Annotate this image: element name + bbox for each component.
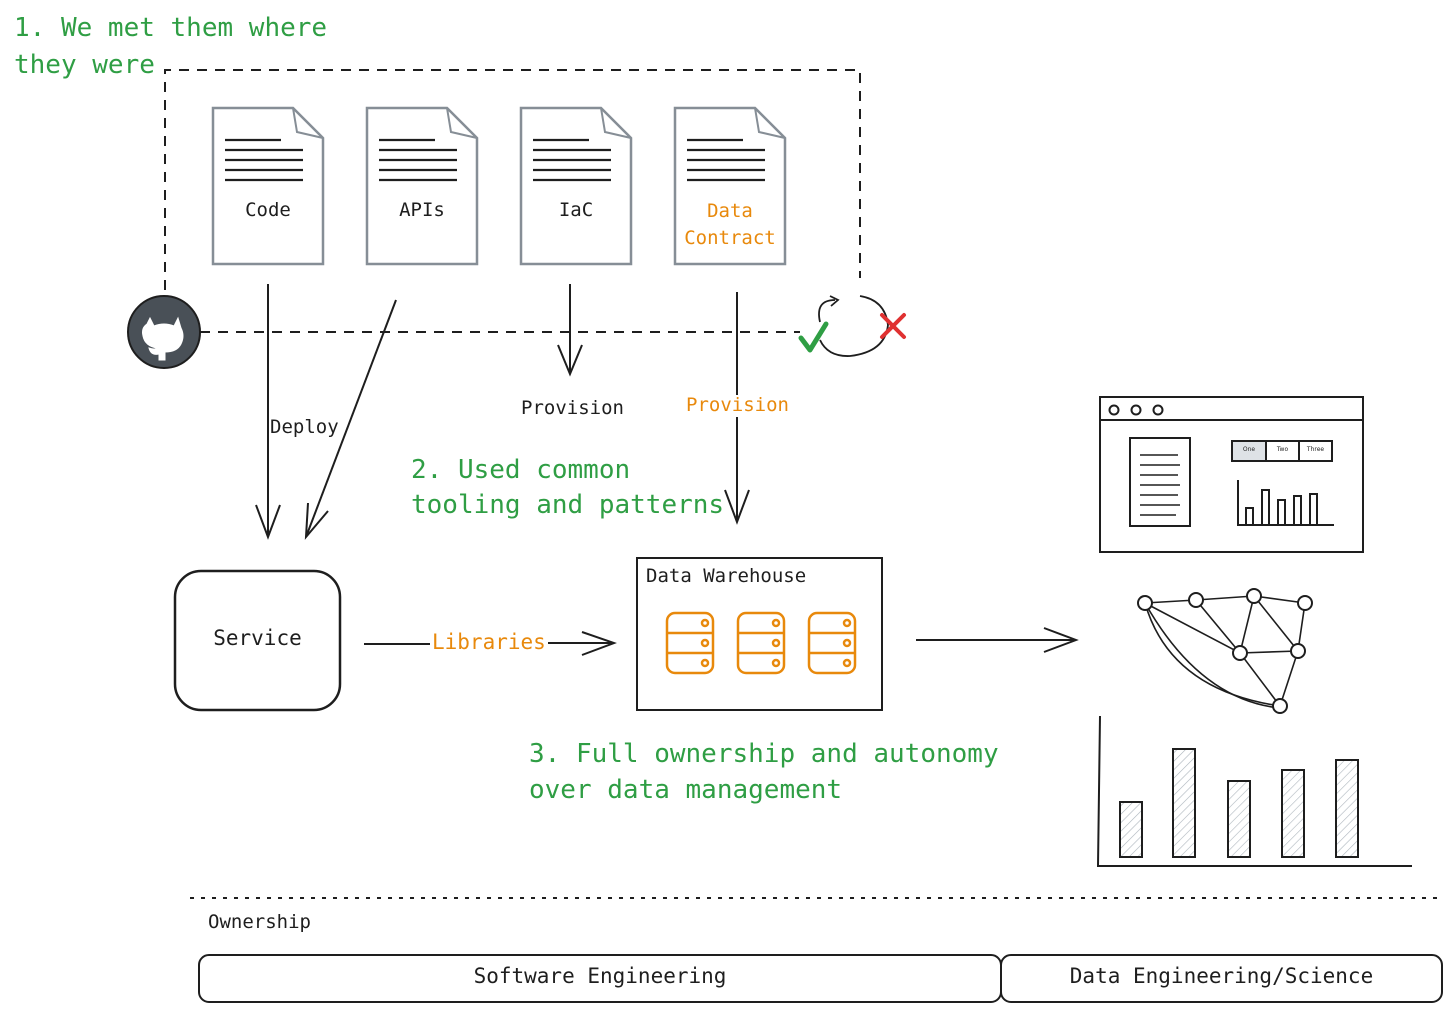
- step3-annotation-line2: over data management: [529, 775, 843, 805]
- validation-cycle: [818, 295, 889, 357]
- step3-annotation-line1: 3. Full ownership and autonomy: [529, 739, 999, 769]
- dashboard-tab-two: Two: [1276, 446, 1289, 453]
- arrow-apis-to-service: [304, 299, 397, 540]
- document-iac[interactable]: [519, 106, 633, 266]
- service-node[interactable]: [173, 569, 342, 712]
- github-icon[interactable]: [127, 295, 201, 369]
- database-icons: [665, 611, 857, 675]
- document-iac-label: IaC: [558, 199, 594, 221]
- repo-boundary: [164, 69, 861, 333]
- document-code-label: Code: [245, 199, 291, 221]
- step1-annotation-line1: 1. We met them where: [14, 13, 328, 43]
- ownership-software-label: Software Engineering: [473, 964, 727, 988]
- ownership-title: Ownership: [208, 911, 311, 933]
- document-data-contract-label-line1: Data: [707, 200, 753, 222]
- provision-infra-label: Provision: [521, 397, 624, 419]
- ownership-bar-data: [1000, 954, 1443, 1003]
- dashboard-tab-one: One: [1242, 446, 1256, 453]
- warehouse-label: Data Warehouse: [646, 565, 807, 587]
- cross-icon: [880, 313, 906, 339]
- document-data-contract-label-line2: Contract: [684, 227, 776, 249]
- document-apis-label: APIs: [399, 199, 445, 221]
- document-code[interactable]: [211, 106, 325, 266]
- arrow-libraries: [364, 631, 617, 656]
- network-graph-icon: [1137, 588, 1313, 714]
- dashboard-window-icon: [1099, 396, 1364, 553]
- document-apis[interactable]: [365, 106, 479, 266]
- arrow-warehouse-to-consumers: [916, 627, 1079, 653]
- arrow-iac-provision: [557, 284, 583, 377]
- ownership-data-label: Data Engineering/Science: [1069, 964, 1374, 988]
- check-icon: [798, 321, 829, 353]
- libraries-label: Libraries: [432, 630, 546, 654]
- service-label: Service: [213, 626, 302, 650]
- step2-annotation-line1: 2. Used common: [411, 455, 631, 485]
- provision-contract-label: Provision: [686, 394, 789, 417]
- dashboard-tab-three: Three: [1306, 446, 1325, 453]
- bar-chart-icon: [1096, 715, 1412, 867]
- document-data-contract[interactable]: [673, 106, 787, 266]
- deploy-label: Deploy: [270, 416, 339, 439]
- step1-annotation-line2: they were: [14, 50, 155, 80]
- step2-annotation-line2: tooling and patterns: [411, 490, 725, 520]
- arrow-code-to-service: [255, 284, 281, 540]
